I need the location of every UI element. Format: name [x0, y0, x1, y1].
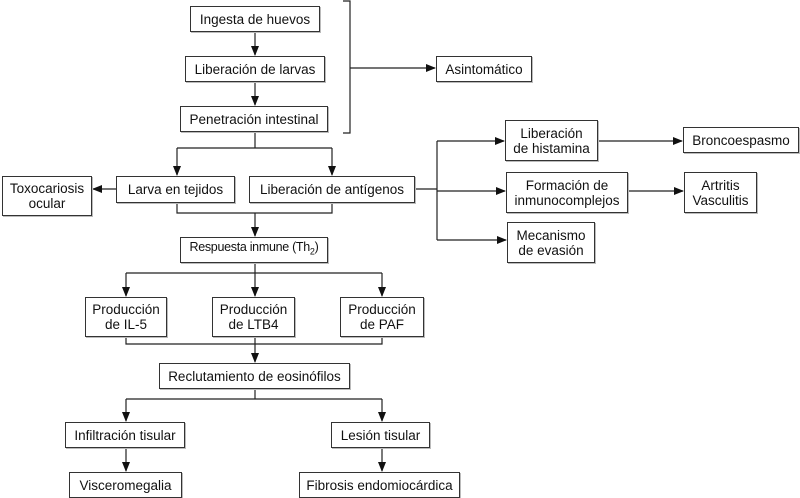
node-label: Penetración intestinal: [189, 111, 319, 127]
node-label-line2: de histamina: [513, 140, 590, 156]
node-label: Reclutamiento de eosinófilos: [168, 368, 341, 384]
node-label: Larva en tejidos: [127, 182, 224, 197]
node-label: Broncoespasmo: [692, 132, 790, 148]
bracket: [343, 0, 351, 134]
node-ingesta-de-huevos: Ingesta de huevos: [190, 6, 320, 32]
node-mecanismo-evasion: Mecanismo de evasión: [507, 222, 595, 263]
node-liberacion-de-antigenos: Liberación de antígenos: [249, 176, 415, 203]
node-toxocariosis-ocular: Toxocariosis ocular: [2, 176, 92, 216]
node-label-line2: de LTB4: [228, 317, 279, 332]
node-penetracion-intestinal: Penetración intestinal: [180, 106, 328, 132]
node-label-line2: Vasculitis: [692, 192, 749, 208]
node-label: Asintomático: [445, 61, 523, 77]
node-asintomatico: Asintomático: [436, 56, 532, 82]
node-label-line2: inmunocomplejos: [514, 192, 620, 208]
node-label: Fibrosis endomiocárdica: [306, 477, 453, 493]
node-label-line1: Liberación: [520, 125, 583, 141]
node-label: Liberación de antígenos: [259, 182, 405, 197]
node-reclutamiento-eosinofilos: Reclutamiento de eosinófilos: [159, 363, 350, 389]
node-lesion-tisular: Lesión tisular: [331, 422, 430, 448]
node-label-line2: de IL-5: [104, 317, 148, 332]
node-label-line1: Producción: [348, 302, 416, 317]
node-label-line1: Formación de: [525, 177, 609, 193]
node-respuesta-inmune: Respuesta inmune (Th2): [180, 237, 328, 263]
node-infiltracion-tisular: Infiltración tisular: [65, 422, 185, 448]
node-label: Visceromegalia: [79, 477, 172, 493]
node-label: Infiltración tisular: [74, 427, 176, 443]
node-label-line2: ocular: [28, 196, 66, 211]
node-formacion-inmunocomplejos: Formación de inmunocomplejos: [506, 172, 628, 213]
node-artritis-vasculitis: Artritis Vasculitis: [684, 172, 757, 213]
node-larva-en-tejidos: Larva en tejidos: [116, 176, 235, 203]
node-label-line1: Artritis: [701, 177, 740, 193]
node-label-line1: Toxocariosis: [9, 181, 85, 196]
node-produccion-paf: Producción de PAF: [340, 297, 424, 337]
node-label-line2: de PAF: [359, 317, 405, 332]
node-label: Respuesta inmune (Th2): [189, 240, 319, 257]
node-liberacion-de-larvas: Liberación de larvas: [185, 56, 325, 82]
node-broncoespasmo: Broncoespasmo: [683, 127, 799, 153]
node-label-line2: de evasión: [518, 242, 584, 258]
node-fibrosis-endomiocardica: Fibrosis endomiocárdica: [299, 472, 460, 498]
node-label: Lesión tisular: [340, 427, 421, 443]
node-label: Liberación de larvas: [194, 61, 316, 77]
node-liberacion-histamina: Liberación de histamina: [505, 120, 598, 161]
node-label: Ingesta de huevos: [199, 11, 311, 27]
node-label-line1: Producción: [92, 302, 160, 317]
node-produccion-ltb4: Producción de LTB4: [212, 297, 295, 337]
node-produccion-il5: Producción de IL-5: [85, 297, 167, 337]
connector-merge-respuesta: [176, 202, 333, 214]
node-label-line1: Producción: [219, 302, 288, 317]
node-label-line1: Mecanismo: [516, 227, 586, 243]
connector-merge-reclutamiento: [125, 337, 383, 345]
node-visceromegalia: Visceromegalia: [69, 472, 182, 498]
